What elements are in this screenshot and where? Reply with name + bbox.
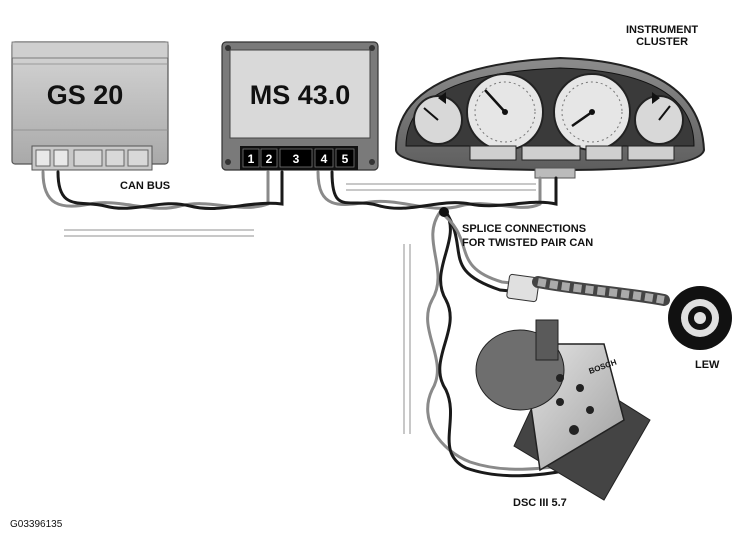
splice-label-line1: SPLICE CONNECTIONS <box>462 223 587 235</box>
ms43-pin-2: 2 <box>266 152 273 166</box>
can-bus-wiring <box>41 170 570 478</box>
turn-left-arrow-icon <box>438 92 446 104</box>
temperature-gauge <box>634 95 684 145</box>
instrument-cluster <box>394 56 706 179</box>
lew-sensor <box>506 273 732 350</box>
instrument-cluster-label-line1: INSTRUMENT <box>626 24 699 36</box>
background-schematic-ghost <box>64 183 536 434</box>
turn-right-arrow-icon <box>652 92 660 104</box>
splice-label-line2: FOR TWISTED PAIR CAN <box>462 237 594 249</box>
ms43-pin-1: 1 <box>248 152 255 166</box>
speedometer-gauge <box>466 73 544 151</box>
ms43-pin-3: 3 <box>293 152 300 166</box>
figure-id: G03396135 <box>10 519 63 530</box>
ms43-module: MS 43.0 1 2 3 4 5 <box>221 41 379 171</box>
splice-connections-label: SPLICE CONNECTIONS FOR TWISTED PAIR CAN <box>462 222 593 250</box>
ms43-pin-4: 4 <box>321 152 328 166</box>
ms43-title: MS 43.0 <box>250 80 351 110</box>
ms43-connector: 1 2 3 4 5 <box>240 146 358 170</box>
fuel-gauge <box>413 95 463 145</box>
instrument-cluster-label: INSTRUMENT CLUSTER <box>626 24 698 48</box>
gs20-title: GS 20 <box>47 80 124 110</box>
dsc-unit: BOSCH <box>475 319 651 501</box>
lew-label: LEW <box>695 359 720 371</box>
gs20-connector <box>31 145 153 171</box>
ms43-pin-5: 5 <box>342 152 349 166</box>
instrument-cluster-label-line2: CLUSTER <box>636 36 689 48</box>
tachometer-gauge <box>553 73 631 151</box>
dsc-label: DSC III 5.7 <box>513 497 567 509</box>
gs20-module: GS 20 <box>11 41 169 171</box>
can-bus-label: CAN BUS <box>120 180 171 192</box>
